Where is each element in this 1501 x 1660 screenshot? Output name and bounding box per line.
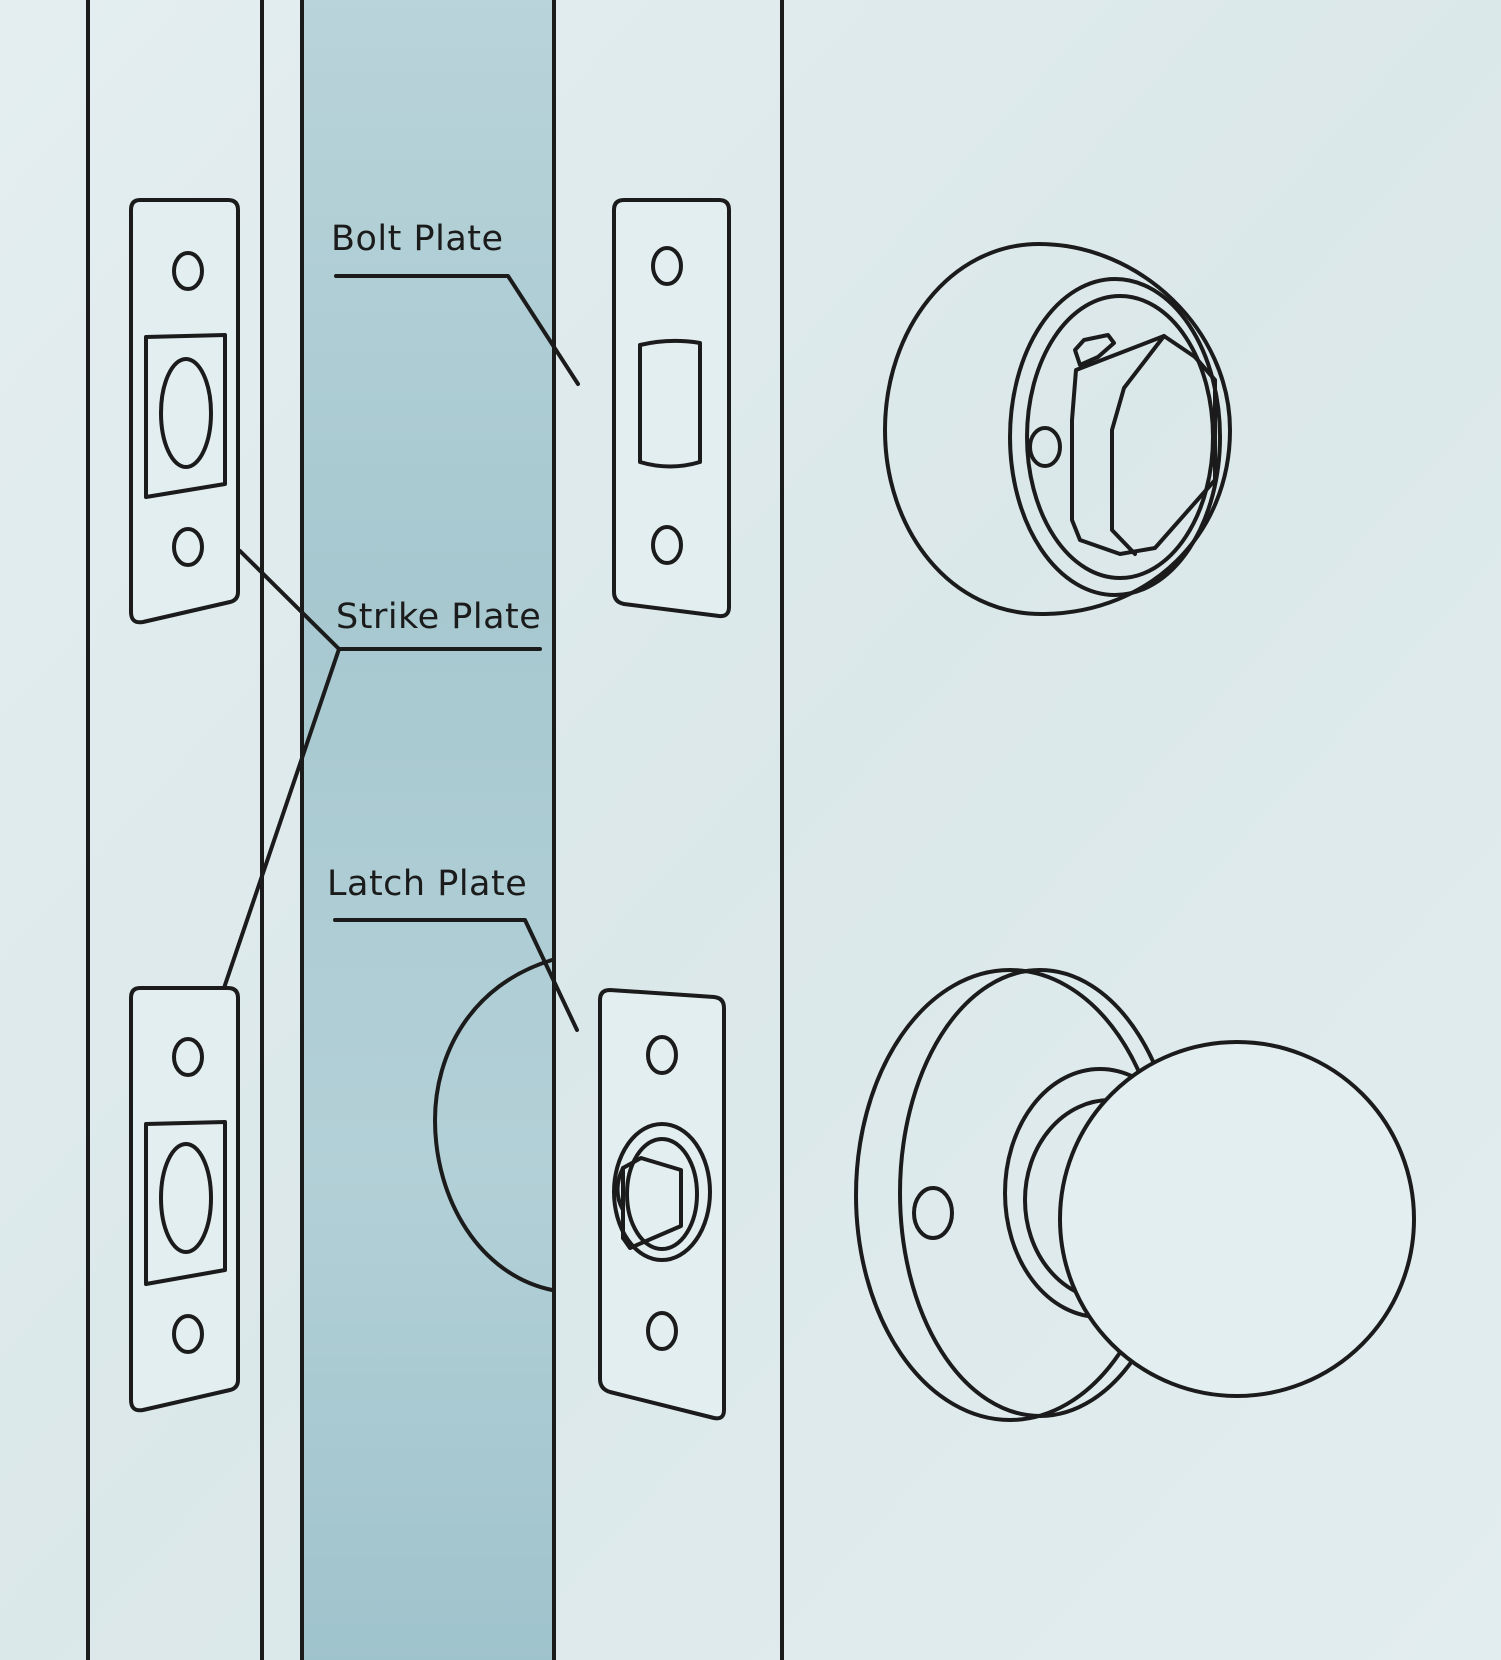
leader-lines [222,274,580,1032]
bolt-plate-label: Bolt Plate [331,219,504,259]
latch-plate [598,988,726,1421]
strike-plate-top [129,198,240,625]
door-frame-lines [86,0,784,1660]
bolt-plate-leader [334,274,580,386]
door-knob [854,968,1416,1422]
strike-plate-bottom [129,986,240,1413]
latch-plate-label: Latch Plate [327,864,527,904]
bolt-plate [612,198,731,619]
strike-plate-label: Strike Plate [336,597,541,637]
knob-rose-edge-view [433,958,554,1292]
deadbolt [883,242,1232,617]
strike-plate-top-leader [238,549,341,651]
latch-plate-leader [333,918,579,1032]
